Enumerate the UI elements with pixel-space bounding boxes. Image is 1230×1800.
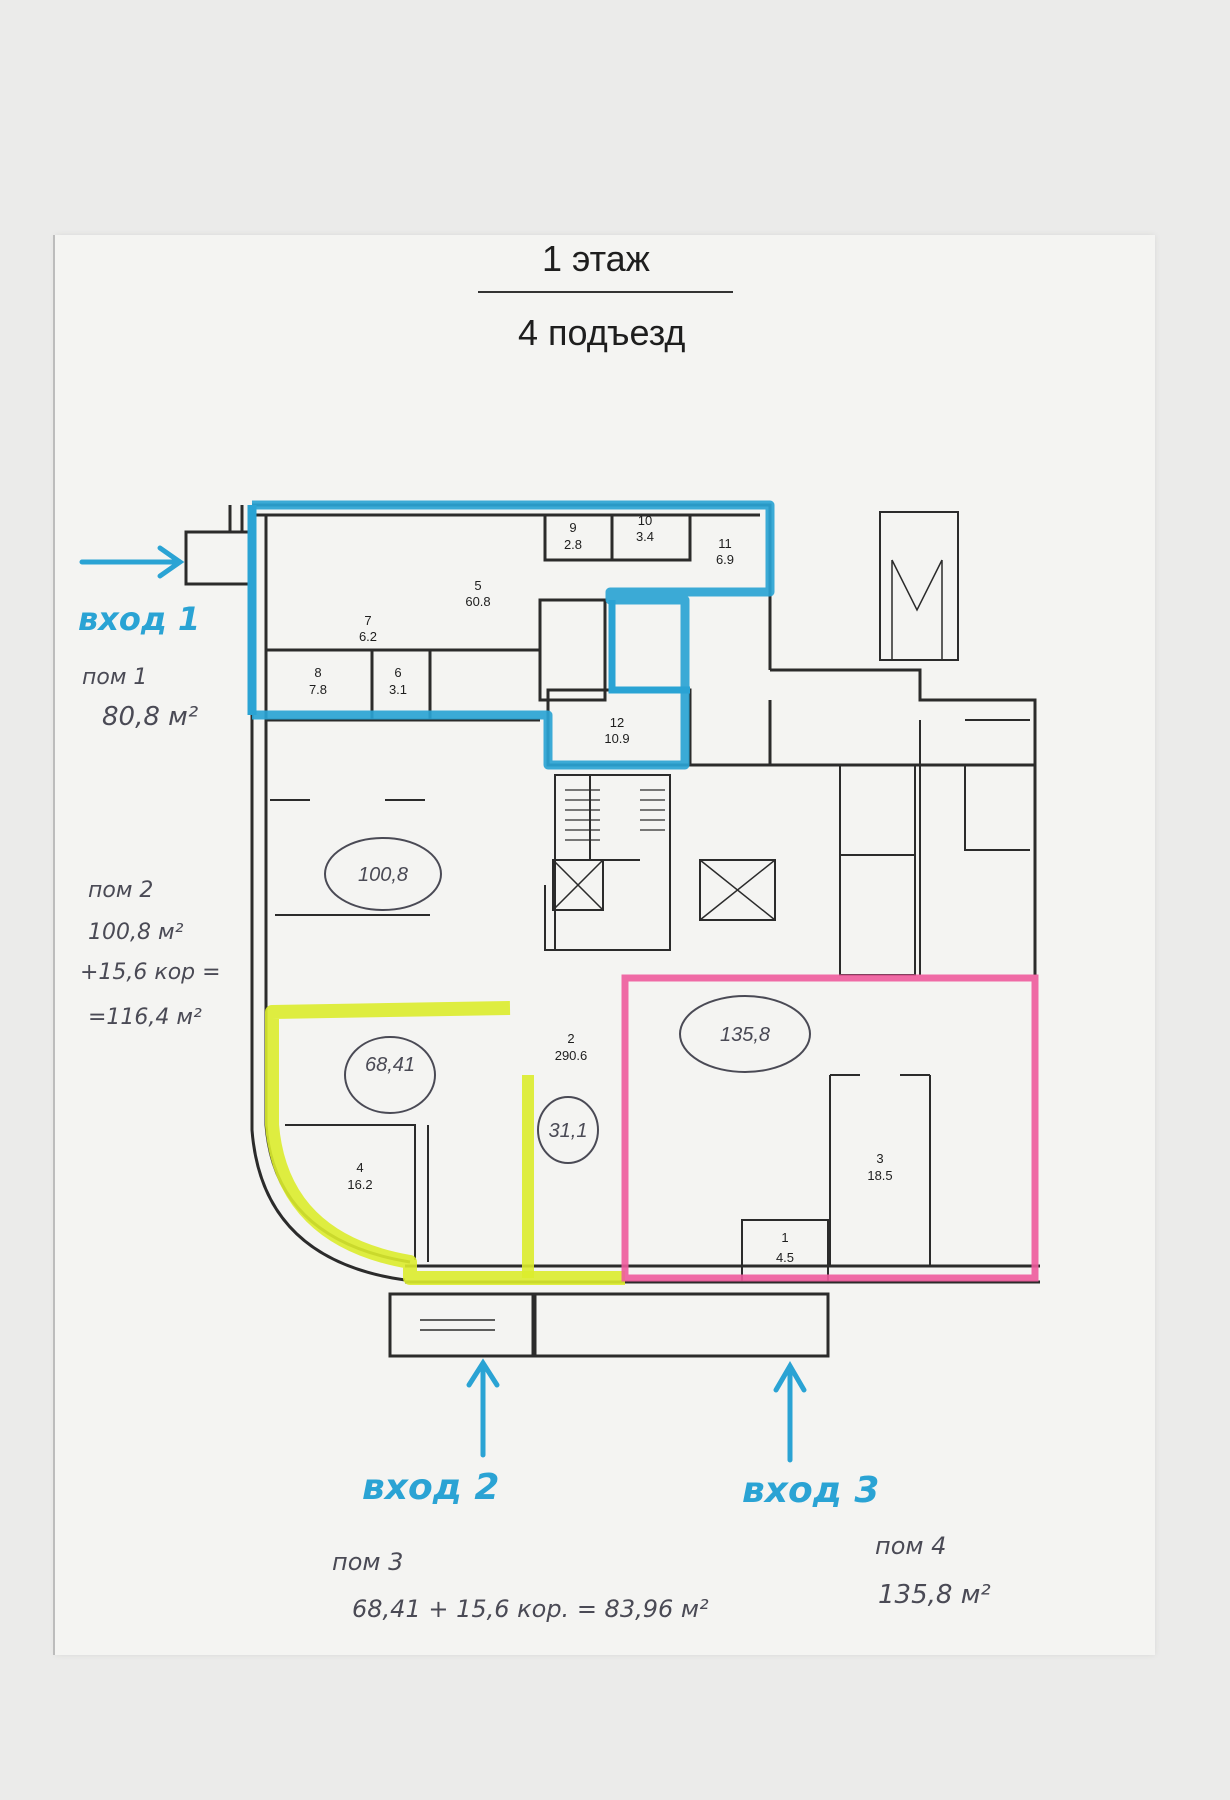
circle-c — [537, 1096, 599, 1164]
entrance-2-arrow — [466, 1358, 500, 1458]
floor-title: 1 этаж — [542, 238, 650, 279]
entrance-3-arrow — [773, 1361, 807, 1463]
circle-d-value: 135,8 — [720, 1024, 770, 1046]
room-3-area: 18.5 — [867, 1168, 892, 1183]
pom4-area: 135,8 м² — [878, 1580, 991, 1610]
paper-sheet — [55, 235, 1155, 1655]
room-5-number: 5 — [474, 578, 481, 593]
pom3-title: пом 3 — [332, 1548, 404, 1576]
circle-a — [324, 837, 442, 911]
pom3-outline — [265, 1001, 625, 1285]
room-4-area: 16.2 — [347, 1177, 372, 1192]
room-11-number: 11 — [718, 536, 732, 551]
room-5-area: 60.8 — [465, 594, 490, 609]
pom4-outline — [621, 974, 1039, 1282]
pom2-line2: +15,6 кор = — [80, 960, 221, 985]
entrance-1-arrow — [79, 545, 185, 579]
circle-a-value: 100,8 — [358, 864, 408, 886]
room-10-area: 3.4 — [636, 529, 654, 544]
room-7-number: 7 — [364, 613, 371, 628]
room-9-area: 2.8 — [564, 537, 582, 552]
entrance-3-label: вход 3 — [742, 1470, 880, 1511]
entrance-2-label: вход 2 — [362, 1467, 500, 1508]
room-6-number: 6 — [394, 665, 401, 680]
room-11-area: 6.9 — [716, 552, 734, 567]
room-8-number: 8 — [314, 665, 321, 680]
room-4-number: 4 — [356, 1160, 363, 1175]
room-3-number: 3 — [876, 1151, 883, 1166]
room-1-area: 4.5 — [776, 1250, 794, 1265]
pom2-line1: 100,8 м² — [88, 920, 184, 945]
room-2-area: 290.6 — [555, 1048, 588, 1063]
room-6-area: 3.1 — [389, 682, 407, 697]
pom2-title: пом 2 — [88, 878, 154, 903]
entrance-subtitle: 4 подъезд — [518, 312, 686, 353]
room-8-area: 7.8 — [309, 682, 327, 697]
circle-b — [344, 1036, 436, 1114]
room-9-number: 9 — [569, 520, 576, 535]
room-7-area: 6.2 — [359, 629, 377, 644]
room-2-number: 2 — [567, 1031, 574, 1046]
pom1-title: пом 1 — [82, 665, 148, 690]
pom4-title: пом 4 — [875, 1532, 947, 1560]
pom3-formula: 68,41 + 15,6 кор. = 83,96 м² — [352, 1595, 709, 1623]
pom1-area: 80,8 м² — [102, 702, 199, 732]
room-12-area: 10.9 — [604, 731, 629, 746]
room-10-number: 10 — [638, 513, 652, 528]
circle-b-value: 68,41 — [365, 1054, 415, 1076]
pom1-outline — [252, 500, 775, 770]
room-1-number: 1 — [781, 1230, 788, 1245]
entrance-1-label: вход 1 — [78, 600, 201, 638]
room-12-number: 12 — [610, 715, 624, 730]
header-divider — [478, 291, 733, 293]
pom2-line3: =116,4 м² — [88, 1005, 202, 1030]
circle-c-value: 31,1 — [549, 1120, 588, 1142]
circle-d — [679, 995, 811, 1073]
